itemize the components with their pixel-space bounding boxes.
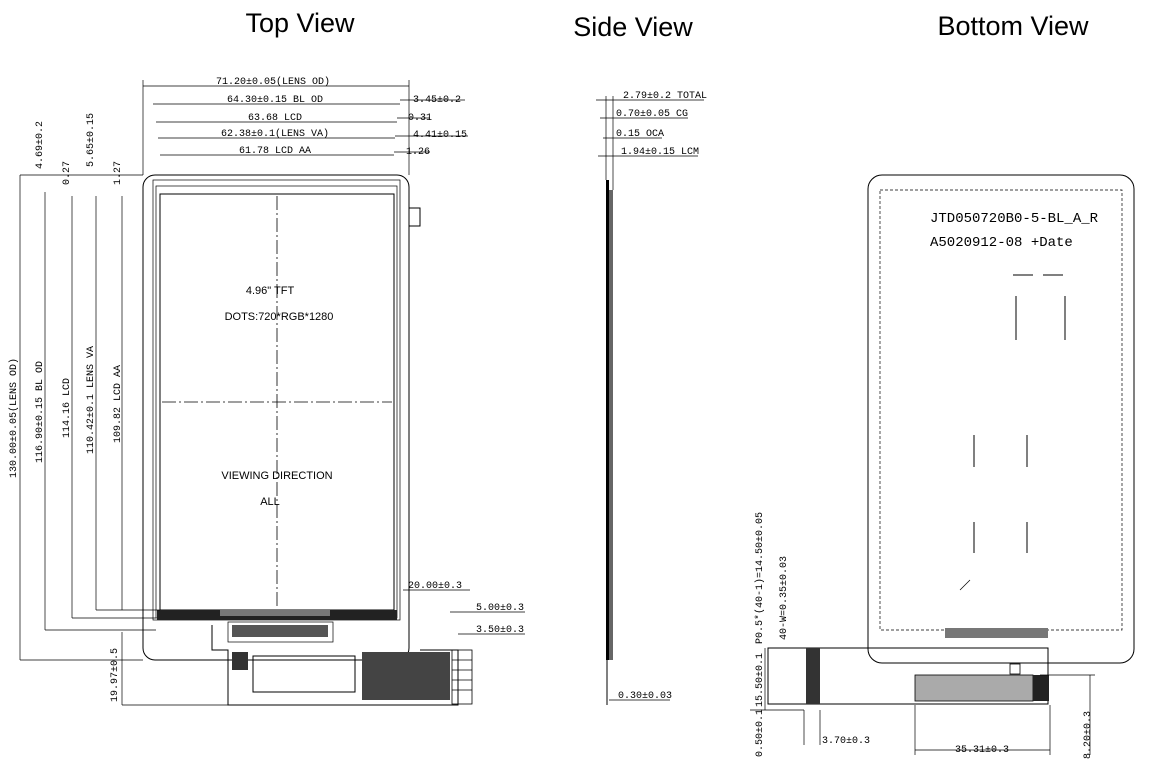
dim-top-1: 4.69±0.2 [35,121,46,169]
dim-top-4: 1.27 [113,161,124,185]
fpc-component [232,652,248,670]
dim-lens-od-height: 130.00±0.05(LENS OD) [8,358,20,478]
fpc-neck [227,621,334,643]
dim-fpc-2: 3.50±0.3 [476,625,524,636]
side-dim-fpc: 0.30±0.03 [618,691,672,702]
bottom-dim-4: 35.31±0.3 [955,745,1009,756]
dim-bl-od-width: 64.30±0.15 BL OD [227,95,323,106]
bottom-dim-2: 0.50±0.1 [755,709,766,757]
viewing-direction-value: ALL [260,496,280,508]
panel-size-text: 4.96" TFT [246,285,295,297]
dim-right-2: 0.31 [408,113,432,124]
bottom-dim-5: 8.20±0.3 [1083,711,1094,759]
bottom-view-drawing: JTD050720B0-5-BL_A_R A5020912-08 +Date P… [750,174,1135,759]
bottom-dim-pin-width: 40-W=0.35±0.03 [779,556,790,640]
dim-right-1: 3.45±0.2 [413,95,461,106]
backlight-outline [152,179,401,621]
side-dim-total: 2.79±0.2 TOTAL [623,91,707,102]
side-dim-cg: 0.70±0.05 CG [616,109,688,120]
dim-fpc-1: 5.00±0.3 [476,603,524,614]
lens-outline [142,174,410,661]
dim-lens-od-width: 71.20±0.05(LENS OD) [216,76,330,88]
side-view-drawing: 2.79±0.2 TOTAL 0.70±0.05 CG 0.15 OCA 1.9… [596,91,707,705]
fpc-pins [451,649,473,705]
bottom-lens-outline [867,174,1135,664]
dim-lens-va-width: 62.38±0.1(LENS VA) [221,128,329,140]
bottom-fpc-pins [806,648,820,704]
dim-lcd-aa-width: 61.78 LCD AA [239,146,311,157]
bottom-stiffener [914,674,1034,702]
dim-bl-od-height: 116.90±0.15 BL OD [35,361,46,463]
side-dim-lcm: 1.94±0.15 LCM [621,147,699,158]
bottom-dim-pitch: P0.5*(40-1)=14.50±0.05 [754,512,766,644]
dim-lcd-width: 63.68 LCD [248,113,302,124]
side-lcm [609,190,613,660]
dim-top-3: 5.65±0.15 [86,113,97,167]
dim-fpc-length: 19.97±0.5 [110,648,121,702]
dim-right-4: 1.26 [406,147,430,158]
dim-lens-va-height: 110.42±0.1 LENS VA [86,346,97,454]
top-view-drawing: 4.96" TFT DOTS:720*RGB*1280 VIEWING DIRE… [8,76,525,706]
side-view-title: Side View [573,12,693,42]
date-code-label: A5020912-08 +Date [930,235,1073,251]
bottom-view-title: Bottom View [937,11,1089,41]
bottom-backlight-outline [879,189,1123,631]
fpc-connector [362,652,450,700]
viewing-direction-text: VIEWING DIRECTION [221,470,332,482]
bottom-dim-1: 15.50±0.1 [755,653,766,707]
dim-lcd-height: 114.16 LCD [62,378,73,438]
dim-top-2: 0.27 [62,161,73,185]
side-dim-oca: 0.15 OCA [616,129,664,140]
bottom-connector-strip [945,628,1048,638]
resolution-text: DOTS:720*RGB*1280 [225,311,334,323]
fpc-stiffener [252,655,356,693]
part-number-label: JTD050720B0-5-BL_A_R [930,211,1099,227]
side-cg [606,180,609,660]
bottom-dim-3: 3.70±0.3 [822,736,870,747]
dim-right-3: 4.41±0.15 [413,130,467,141]
lens-tab [409,207,421,227]
dim-lcd-aa-height: 109.82 LCD AA [113,365,124,443]
top-view-title: Top View [245,8,355,38]
dim-fpc-width: 20.00±0.3 [408,581,462,592]
